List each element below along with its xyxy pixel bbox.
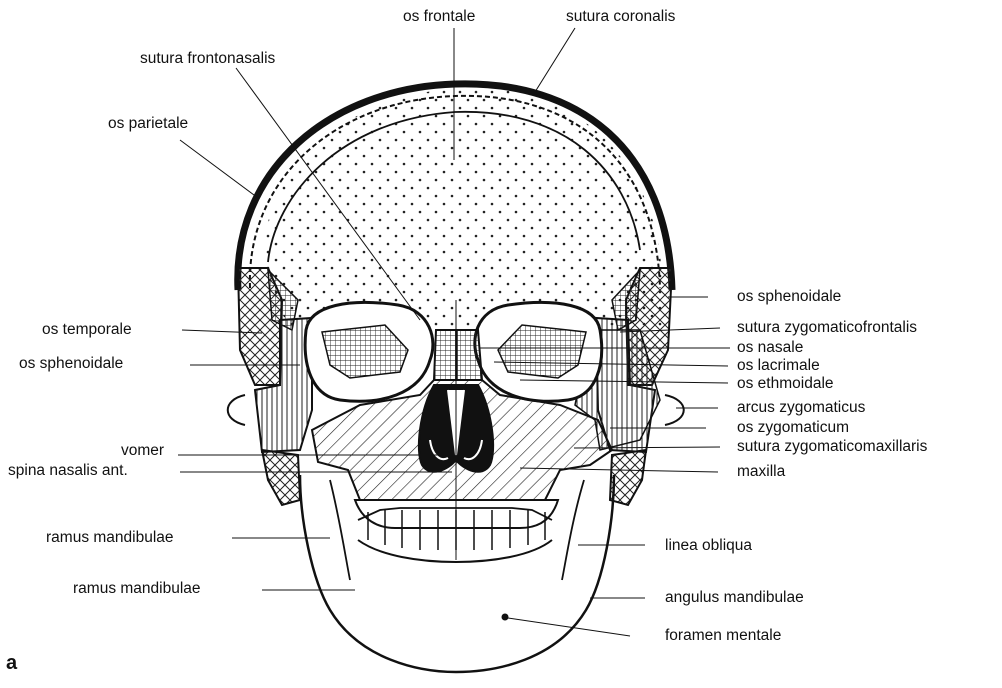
panel-letter: a [6, 652, 17, 675]
label-sutura-frontonasalis: sutura frontonasalis [140, 50, 275, 68]
label-sutura-coronalis: sutura coronalis [566, 8, 675, 26]
label-os-zygomaticum: os zygomaticum [737, 419, 849, 437]
label-os-nasale: os nasale [737, 339, 803, 357]
label-vomer: vomer [121, 442, 164, 460]
label-os-temporale: os temporale [42, 321, 132, 339]
label-spina-nasalis-ant: spina nasalis ant. [8, 462, 128, 480]
label-sutura-zygomaticomaxillaris: sutura zygomaticomaxillaris [737, 438, 927, 456]
label-maxilla: maxilla [737, 463, 785, 481]
label-linea-obliqua: linea obliqua [665, 537, 752, 555]
label-os-ethmoidale: os ethmoidale [737, 375, 834, 393]
label-sutura-zygomaticofrontalis: sutura zygomaticofrontalis [737, 319, 917, 337]
label-angulus-mandibulae: angulus mandibulae [665, 589, 804, 607]
label-ramus-mandibulae-2: ramus mandibulae [73, 580, 201, 598]
label-arcus-zygomaticus: arcus zygomaticus [737, 399, 865, 417]
label-ramus-mandibulae-1: ramus mandibulae [46, 529, 174, 547]
label-os-frontale: os frontale [403, 8, 475, 26]
label-os-sphenoidale-right: os sphenoidale [737, 288, 841, 306]
orbit-right [305, 302, 433, 401]
label-os-sphenoidale-left: os sphenoidale [19, 355, 123, 373]
label-os-parietale: os parietale [108, 115, 188, 133]
label-os-lacrimale: os lacrimale [737, 357, 820, 375]
label-foramen-mentale: foramen mentale [665, 627, 781, 645]
os-nasale-region [434, 330, 482, 380]
orbit-left [475, 302, 602, 401]
